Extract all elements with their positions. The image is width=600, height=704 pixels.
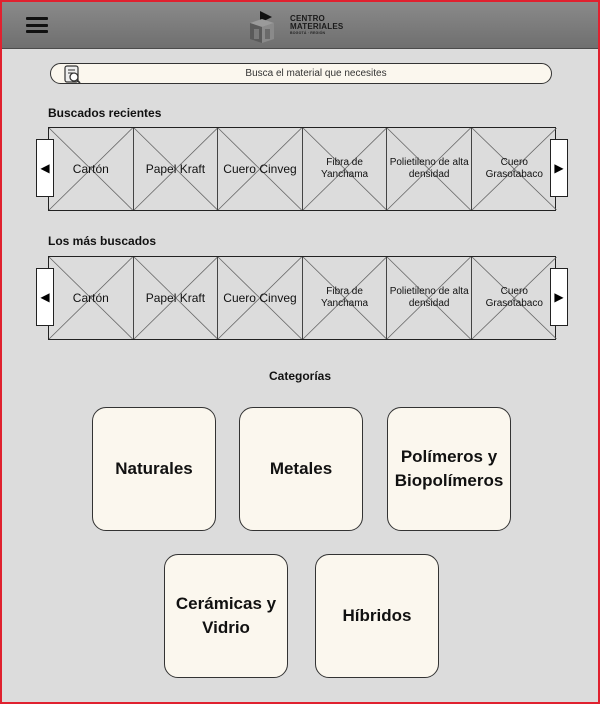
categories-title: Categorías xyxy=(268,369,332,383)
recent-item-label: Polietileno de alta densidad xyxy=(389,157,469,180)
recent-item[interactable]: Papel Kraft xyxy=(134,128,219,210)
popular-item-label: Polietileno de alta densidad xyxy=(389,286,469,309)
search-icon xyxy=(64,65,81,84)
left-arrow-icon: ◀ xyxy=(40,290,50,304)
popular-item-label: Fibra de Yanchama xyxy=(321,286,369,309)
logo-text: CENTRO MATERIALES BOGOTÁ · REGIÓN xyxy=(290,15,343,36)
recent-item-label: Cuero Grasotabaco xyxy=(485,157,543,180)
right-arrow-icon: ▶ xyxy=(554,290,564,304)
recent-item-label: Cuero Cinveg xyxy=(223,161,297,176)
recent-item[interactable]: Cuero Cinveg xyxy=(218,128,303,210)
recent-item[interactable]: Cartón xyxy=(49,128,134,210)
logo-line-2: MATERIALES xyxy=(290,22,344,31)
popular-item[interactable]: Cuero Cinveg xyxy=(218,257,303,339)
top-bar: CENTRO MATERIALES BOGOTÁ · REGIÓN xyxy=(2,2,598,49)
popular-item-label: Cuero Grasotabaco xyxy=(485,286,543,309)
recent-track: Cartón Papel Kraft Cuero Cinveg Fibra de… xyxy=(48,127,556,211)
search-input[interactable] xyxy=(91,64,541,82)
popular-carousel: Cartón Papel Kraft Cuero Cinveg Fibra de… xyxy=(36,256,568,342)
popular-track: Cartón Papel Kraft Cuero Cinveg Fibra de… xyxy=(48,256,556,340)
popular-item[interactable]: Cuero Grasotabaco xyxy=(472,257,557,339)
popular-item-label: Papel Kraft xyxy=(145,290,206,305)
popular-next-button[interactable]: ▶ xyxy=(550,268,568,326)
category-ceramicas-button[interactable]: Cerámicas y Vidrio xyxy=(164,554,288,678)
category-polimeros-button[interactable]: Polímeros y Biopolímeros xyxy=(387,407,511,531)
recent-item[interactable]: Cuero Grasotabaco xyxy=(472,128,557,210)
recent-section-title: Buscados recientes xyxy=(48,106,162,120)
right-arrow-icon: ▶ xyxy=(554,161,564,175)
popular-item[interactable]: Fibra de Yanchama xyxy=(303,257,388,339)
recent-prev-button[interactable]: ◀ xyxy=(36,139,54,197)
left-arrow-icon: ◀ xyxy=(40,161,50,175)
recent-item-label: Fibra de Yanchama xyxy=(321,157,369,180)
logo-line-1: CENTRO xyxy=(290,14,325,23)
recent-item-label: Papel Kraft xyxy=(145,161,206,176)
menu-icon[interactable] xyxy=(26,17,48,33)
recent-item[interactable]: Polietileno de alta densidad xyxy=(387,128,472,210)
logo-cube-icon xyxy=(250,11,274,43)
popular-item[interactable]: Papel Kraft xyxy=(134,257,219,339)
search-bar[interactable] xyxy=(50,63,552,84)
recent-item-label: Cartón xyxy=(72,161,109,176)
popular-item[interactable]: Cartón xyxy=(49,257,134,339)
popular-item-label: Cartón xyxy=(72,290,109,305)
category-naturales-button[interactable]: Naturales xyxy=(92,407,216,531)
popular-item-label: Cuero Cinveg xyxy=(223,290,297,305)
recent-carousel: Cartón Papel Kraft Cuero Cinveg Fibra de… xyxy=(36,127,568,213)
category-hibridos-button[interactable]: Híbridos xyxy=(315,554,439,678)
recent-next-button[interactable]: ▶ xyxy=(550,139,568,197)
logo: CENTRO MATERIALES BOGOTÁ · REGIÓN xyxy=(248,5,368,45)
category-metales-button[interactable]: Metales xyxy=(239,407,363,531)
recent-item[interactable]: Fibra de Yanchama xyxy=(303,128,388,210)
popular-section-title: Los más buscados xyxy=(48,234,157,248)
popular-item[interactable]: Polietileno de alta densidad xyxy=(387,257,472,339)
popular-prev-button[interactable]: ◀ xyxy=(36,268,54,326)
logo-subtitle: BOGOTÁ · REGIÓN xyxy=(290,31,326,35)
